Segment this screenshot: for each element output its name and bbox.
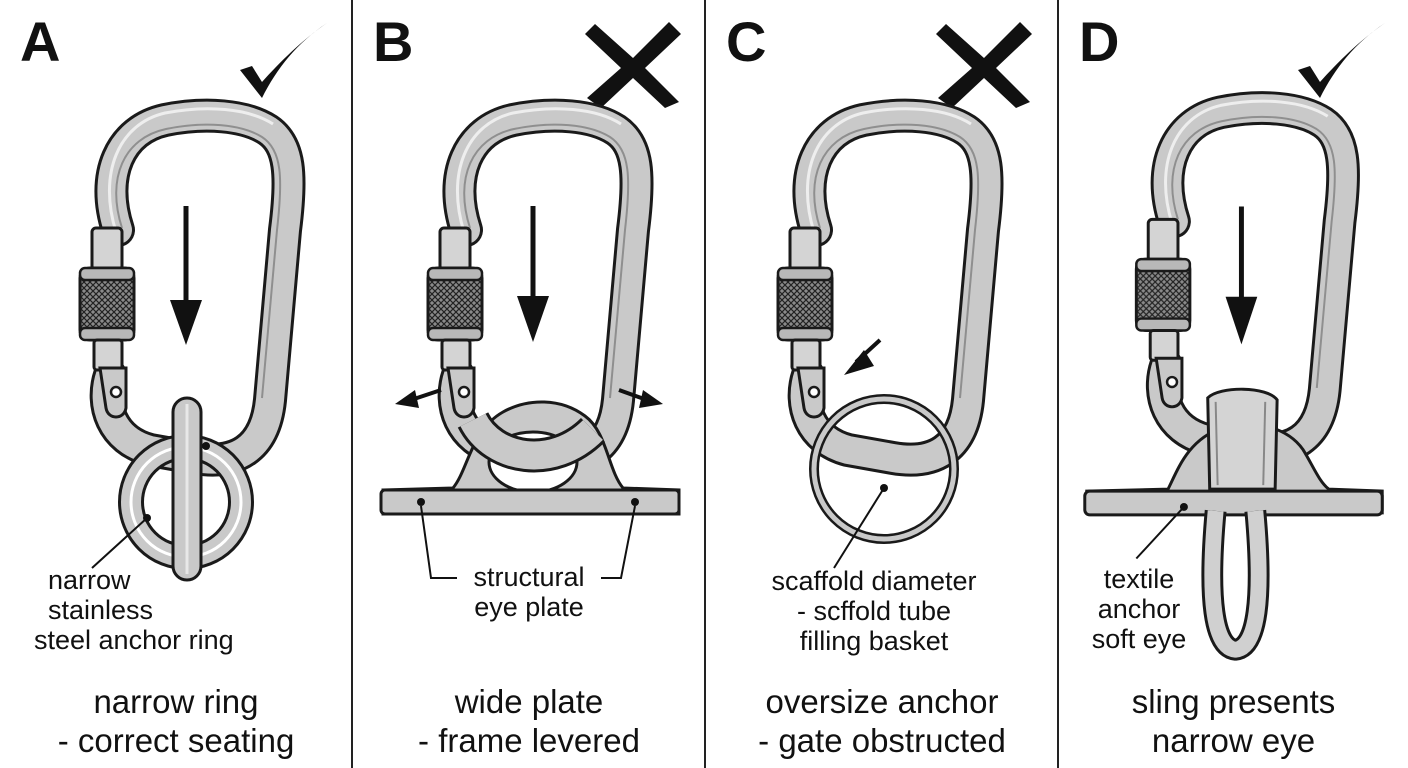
caption-line: narrow ring	[93, 683, 259, 720]
panel-letter: C	[726, 10, 767, 73]
panel-caption: oversize anchor - gate obstructed	[706, 682, 1058, 760]
check-mark-icon	[1298, 23, 1385, 98]
carabiner-illustration	[0, 0, 352, 582]
panel-letter: B	[373, 10, 414, 73]
panel-letter: A	[20, 10, 61, 73]
panel-caption: wide plate - frame levered	[353, 682, 705, 760]
caption-line: - correct seating	[57, 722, 295, 759]
panel-divider	[351, 0, 353, 768]
caption-line: oversize anchor	[765, 683, 999, 720]
caption-line: wide plate	[454, 683, 604, 720]
panel-caption: narrow ring - correct seating	[0, 682, 352, 760]
panel-c: C scaffold diameter - scffold tube filli…	[706, 0, 1058, 768]
label-line: filling basket	[799, 626, 949, 656]
label-line: stainless	[48, 595, 154, 625]
panel-b: B structural eye plate wide plate - fram…	[353, 0, 705, 768]
label-line: eye plate	[474, 592, 584, 622]
carabiner-illustration	[379, 0, 681, 579]
label-line: textile	[1103, 564, 1175, 594]
label-line: structural	[473, 562, 585, 592]
check-mark-icon	[240, 23, 327, 98]
label-line: - scffold tube	[796, 596, 952, 626]
panel-a: A narrow stainless steel anchor ring nar…	[0, 0, 352, 768]
plate-label: structural eye plate	[449, 562, 609, 622]
label-line: scaffold diameter	[771, 566, 977, 596]
panel-divider	[1057, 0, 1059, 768]
cross-mark-icon	[585, 22, 681, 108]
anchor-label: narrow stainless steel anchor ring	[34, 565, 234, 655]
caption-line: - frame levered	[418, 722, 640, 759]
panel-d: D textile anchor soft eye sling presents…	[1059, 0, 1408, 768]
panel-letter: D	[1079, 10, 1120, 73]
textile-label: textile anchor soft eye	[1069, 564, 1209, 654]
carabiner-illustration	[1083, 0, 1384, 661]
panel-divider	[704, 0, 706, 768]
caption-line: - gate obstructed	[758, 722, 1006, 759]
label-line: anchor	[1097, 594, 1181, 624]
carabiner-illustration	[706, 0, 1058, 569]
caption-line: narrow eye	[1151, 722, 1316, 759]
cross-mark-icon	[936, 22, 1032, 108]
label-line: soft eye	[1091, 624, 1187, 654]
label-line: narrow	[48, 565, 131, 595]
panel-caption: sling presents narrow eye	[1059, 682, 1408, 760]
caption-line: sling presents	[1131, 683, 1336, 720]
scaffold-label: scaffold diameter - scffold tube filling…	[724, 566, 1024, 656]
label-line: steel anchor ring	[34, 625, 234, 655]
